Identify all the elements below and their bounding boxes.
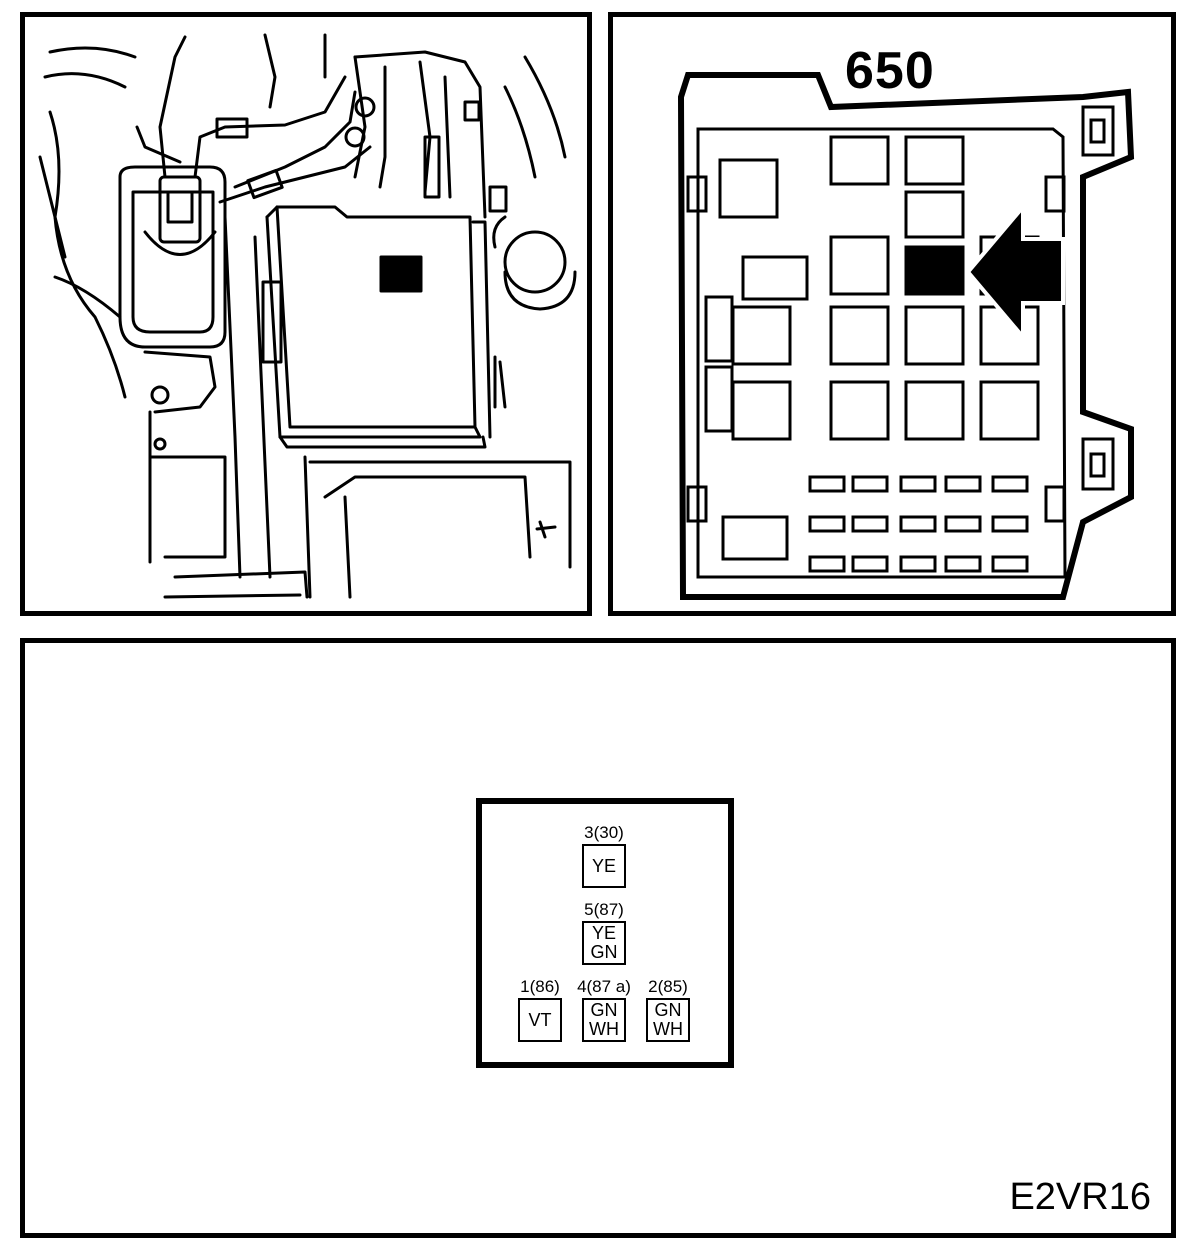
diagram-code: E2VR16 bbox=[1009, 1176, 1151, 1218]
wire-color: WH bbox=[653, 1019, 683, 1039]
engine-bay-illustration bbox=[38, 33, 577, 599]
fuse-box-number: 650 bbox=[845, 42, 935, 100]
engine-bay-panel bbox=[20, 12, 592, 616]
pin-wire-color: GN WH bbox=[582, 998, 626, 1042]
wire-color: GN bbox=[654, 1000, 682, 1020]
pin-wire-color: GN WH bbox=[646, 998, 690, 1042]
fuse-box-illustration bbox=[677, 72, 1135, 600]
pin-3-30: 3(30) YE bbox=[563, 824, 645, 888]
pin-label: 3(30) bbox=[584, 823, 624, 842]
fuse-box-panel: 650 bbox=[608, 12, 1176, 616]
pin-label: 5(87) bbox=[584, 900, 624, 919]
pin-wire-color: VT bbox=[518, 998, 562, 1042]
pin-wire-color: YE bbox=[582, 844, 626, 888]
pin-5-87: 5(87) YE GN bbox=[563, 901, 645, 965]
connector-panel: 3(30) YE 5(87) YE GN 1(86) VT 4(87 a) GN… bbox=[20, 638, 1176, 1238]
relay-connector-pinout: 3(30) YE 5(87) YE GN 1(86) VT 4(87 a) GN… bbox=[476, 798, 734, 1068]
wire-color: YE bbox=[591, 923, 616, 943]
wire-color: YE bbox=[591, 855, 616, 876]
wire-color: WH bbox=[589, 1019, 619, 1039]
pin-label: 2(85) bbox=[648, 977, 688, 996]
wire-color: VT bbox=[528, 1009, 552, 1030]
pin-4-87a: 4(87 a) GN WH bbox=[563, 978, 645, 1042]
pin-label: 4(87 a) bbox=[577, 977, 631, 996]
wire-color: GN bbox=[590, 942, 618, 962]
pin-2-85: 2(85) GN WH bbox=[627, 978, 709, 1042]
pin-label: 1(86) bbox=[520, 977, 560, 996]
pin-1-86: 1(86) VT bbox=[499, 978, 581, 1042]
location-arrow-icon bbox=[965, 201, 1065, 343]
wire-color: GN bbox=[590, 1000, 618, 1020]
pin-wire-color: YE GN bbox=[582, 921, 626, 965]
